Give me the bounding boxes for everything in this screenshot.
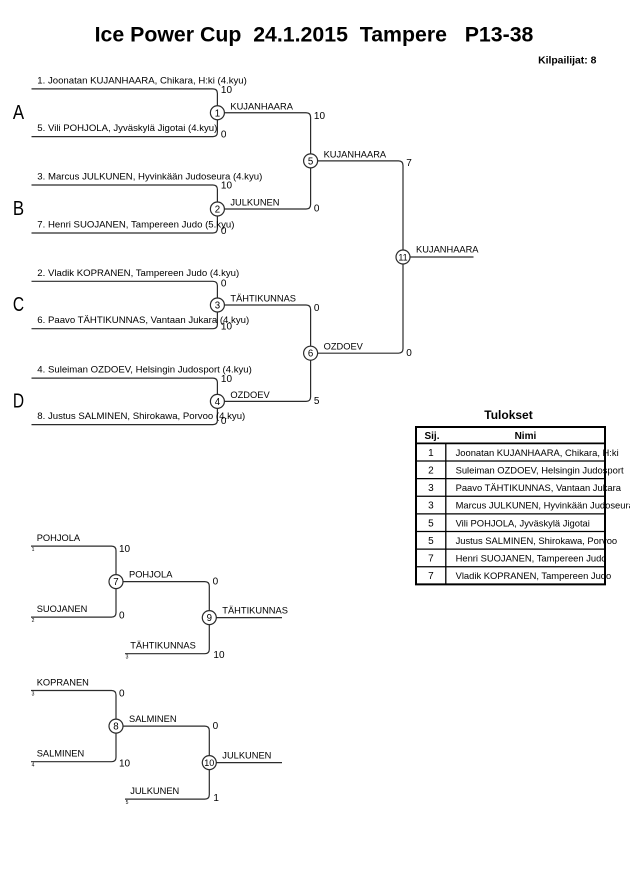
svg-text:0: 0	[119, 610, 125, 621]
svg-text:4: 4	[32, 763, 35, 769]
svg-text:KUJANHAARA: KUJANHAARA	[230, 101, 293, 111]
svg-text:0: 0	[213, 577, 219, 588]
svg-text:Marcus JULKUNEN, Hyvinkään Jud: Marcus JULKUNEN, Hyvinkään Judoseura	[456, 500, 630, 511]
svg-text:7: 7	[406, 158, 412, 169]
svg-text:3: 3	[428, 483, 434, 494]
svg-text:10: 10	[119, 544, 131, 555]
svg-text:7: 7	[428, 554, 434, 565]
svg-text:5: 5	[308, 156, 313, 167]
svg-text:10: 10	[221, 181, 233, 192]
svg-text:0: 0	[406, 348, 412, 359]
svg-text:A: A	[13, 102, 25, 124]
svg-text:JULKUNEN: JULKUNEN	[230, 198, 279, 208]
svg-text:5: 5	[428, 518, 434, 529]
svg-text:10: 10	[119, 759, 131, 770]
svg-text:5: 5	[314, 396, 320, 407]
svg-text:Ice Power Cup 24.1.2015 Tamp: Ice Power Cup 24.1.2015 Tampere P13-38	[95, 23, 534, 47]
svg-text:Justus SALMINEN, Shirokawa, Po: Justus SALMINEN, Shirokawa, Porvoo	[456, 535, 618, 546]
svg-text:3: 3	[215, 301, 220, 312]
svg-text:B: B	[13, 198, 24, 220]
svg-text:OZDOEV: OZDOEV	[324, 342, 364, 352]
svg-text:Nimi: Nimi	[515, 431, 537, 442]
svg-text:0: 0	[213, 721, 219, 732]
svg-text:KUJANHAARA: KUJANHAARA	[324, 149, 387, 159]
svg-text:Vili POHJOLA, Jyväskylä Jigota: Vili POHJOLA, Jyväskylä Jigotai	[456, 517, 590, 528]
svg-text:3: 3	[32, 692, 35, 698]
svg-text:SUOJANEN: SUOJANEN	[37, 604, 88, 614]
svg-text:OZDOEV: OZDOEV	[230, 390, 270, 400]
svg-text:0: 0	[314, 303, 320, 314]
svg-text:8: 8	[113, 722, 118, 733]
svg-text:5: 5	[126, 800, 129, 806]
svg-text:10: 10	[221, 374, 233, 385]
svg-text:4: 4	[215, 397, 221, 408]
svg-text:0: 0	[314, 204, 320, 215]
svg-text:SALMINEN: SALMINEN	[129, 714, 177, 724]
svg-text:8. Justus SALMINEN, Shirokawa,: 8. Justus SALMINEN, Shirokawa, Porvoo (4…	[37, 411, 245, 422]
svg-text:JULKUNEN: JULKUNEN	[222, 751, 271, 761]
svg-text:KOPRANEN: KOPRANEN	[37, 677, 89, 687]
svg-text:0: 0	[119, 688, 125, 699]
svg-text:Joonatan KUJANHAARA, Chikara,: Joonatan KUJANHAARA, Chikara, H:ki	[456, 447, 619, 458]
svg-text:4. Suleiman OZDOEV, Helsingin: 4. Suleiman OZDOEV, Helsingin Judosport …	[37, 365, 252, 376]
svg-text:KUJANHAARA: KUJANHAARA	[416, 245, 479, 255]
svg-text:10: 10	[314, 111, 326, 122]
svg-text:TÄHTIKUNNAS: TÄHTIKUNNAS	[222, 606, 288, 616]
svg-text:1: 1	[32, 547, 35, 553]
svg-text:Paavo TÄHTIKUNNAS, Vantaan Juk: Paavo TÄHTIKUNNAS, Vantaan Jukara	[456, 482, 622, 493]
svg-text:1. Joonatan KUJANHAARA, Chikar: 1. Joonatan KUJANHAARA, Chikara, H:ki (4…	[37, 75, 247, 86]
svg-text:7. Henri SUOJANEN, Tampereen J: 7. Henri SUOJANEN, Tampereen Judo (5.kyu…	[37, 220, 234, 231]
svg-text:1: 1	[428, 448, 434, 459]
svg-text:1: 1	[215, 108, 220, 119]
svg-text:2: 2	[428, 465, 434, 476]
svg-text:1: 1	[213, 793, 219, 804]
svg-text:5. Vili POHJOLA, Jyväskylä Jig: 5. Vili POHJOLA, Jyväskylä Jigotai (4.ky…	[37, 123, 217, 134]
svg-text:POHJOLA: POHJOLA	[129, 570, 173, 580]
svg-text:9: 9	[207, 613, 212, 624]
svg-text:0: 0	[221, 416, 227, 427]
svg-text:Henri SUOJANEN, Tampereen Judo: Henri SUOJANEN, Tampereen Judo	[456, 553, 607, 564]
svg-text:3: 3	[428, 501, 434, 512]
svg-text:D: D	[13, 391, 24, 413]
svg-text:JULKUNEN: JULKUNEN	[130, 786, 179, 796]
svg-text:0: 0	[221, 226, 227, 237]
svg-text:3. Marcus JULKUNEN, Hyvinkään: 3. Marcus JULKUNEN, Hyvinkään Judoseura …	[37, 172, 262, 183]
svg-text:3: 3	[126, 655, 129, 661]
svg-text:C: C	[13, 294, 24, 316]
svg-text:2. Vladik KOPRANEN, Tampereen: 2. Vladik KOPRANEN, Tampereen Judo (4.ky…	[37, 268, 239, 279]
svg-text:7: 7	[428, 571, 434, 582]
svg-text:6: 6	[308, 349, 313, 360]
svg-text:POHJOLA: POHJOLA	[37, 533, 81, 543]
svg-text:10: 10	[221, 85, 233, 96]
svg-text:7: 7	[113, 577, 118, 588]
svg-text:6. Paavo TÄHTIKUNNAS, Vantaan: 6. Paavo TÄHTIKUNNAS, Vantaan Jukara (4.…	[37, 315, 249, 326]
svg-text:TÄHTIKUNNAS: TÄHTIKUNNAS	[230, 294, 296, 304]
svg-text:0: 0	[221, 130, 227, 141]
svg-text:Kilpailijat: 8: Kilpailijat: 8	[538, 56, 597, 67]
svg-text:Sij.: Sij.	[424, 431, 439, 442]
svg-text:Tulokset: Tulokset	[484, 408, 532, 422]
svg-text:10: 10	[204, 758, 214, 768]
svg-text:10: 10	[213, 650, 225, 661]
svg-text:Suleiman OZDOEV, Helsingin Jud: Suleiman OZDOEV, Helsingin Judosport	[456, 464, 624, 475]
svg-text:11: 11	[398, 253, 407, 263]
svg-text:Vladik KOPRANEN, Tampereen Jud: Vladik KOPRANEN, Tampereen Judo	[456, 570, 612, 581]
svg-text:10: 10	[221, 322, 233, 333]
svg-text:2: 2	[215, 205, 220, 216]
svg-text:5: 5	[428, 536, 434, 547]
svg-text:SALMINEN: SALMINEN	[37, 749, 85, 759]
svg-text:2: 2	[32, 618, 35, 624]
svg-text:TÄHTIKUNNAS: TÄHTIKUNNAS	[130, 641, 196, 651]
svg-text:0: 0	[221, 279, 227, 290]
